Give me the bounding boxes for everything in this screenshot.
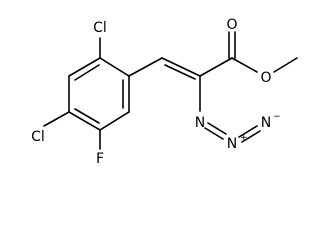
atom-cl-left: Cl	[31, 129, 45, 145]
bond-azide-n2-n3-b	[241, 130, 261, 143]
chemical-structure: Cl Cl F O O N N + N −	[31, 17, 298, 167]
bond-alpha-carbonyl	[199, 57, 233, 77]
benzene-ring	[68, 57, 130, 131]
bond-azide-n1-n2-a	[207, 122, 227, 135]
atom-fluorine: F	[96, 151, 104, 167]
ring-double-bond-c6-c1	[74, 64, 100, 81]
ring-bond-c3-c4	[99, 111, 130, 131]
bond-azide-n2-n3-a	[238, 125, 258, 138]
atom-azide-n2: N	[227, 136, 237, 152]
ring-bond-c1-c2	[99, 57, 130, 77]
ring-bond-c6-c1	[68, 57, 101, 77]
ring-double-bond-c4-c5	[74, 108, 100, 124]
atom-azide-n1: N	[195, 115, 205, 131]
bond-carbonyl-ester-o	[231, 57, 258, 73]
charge-azide-n2: +	[240, 133, 248, 143]
ring-bond-c4-c5	[68, 111, 101, 131]
charge-azide-n3: −	[273, 112, 281, 122]
bond-ring-vinyl	[128, 57, 163, 77]
bond-ester-o-methyl	[273, 57, 298, 73]
bond-vinyl-double-inner	[164, 64, 196, 80]
atom-cl-top: Cl	[93, 20, 107, 36]
bond-azide-n1-n2-b	[204, 127, 224, 140]
atom-carbonyl-oxygen: O	[226, 17, 237, 33]
atom-ester-oxygen: O	[260, 70, 271, 86]
atom-azide-n3: N	[261, 115, 271, 131]
bond-vinyl-double-outer	[161, 57, 201, 77]
bond-ring-cl-left	[43, 111, 70, 127]
